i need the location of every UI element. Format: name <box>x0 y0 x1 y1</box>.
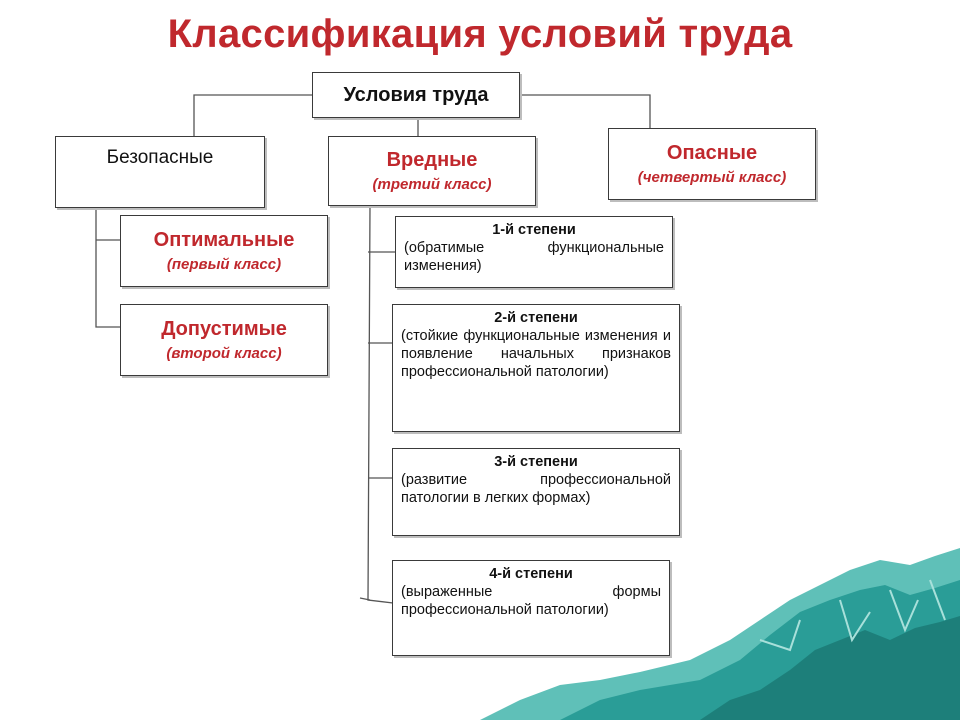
safe-label: Безопасные <box>106 147 214 168</box>
page-title: Классификация условий труда <box>167 12 793 56</box>
degree-3-body: (развитие профессиональной патологии в л… <box>401 472 671 506</box>
mountain-decoration-icon <box>480 548 960 720</box>
harmful-label: Вредные <box>386 149 478 171</box>
allowed-label: Допустимые <box>161 318 287 340</box>
degree-1-body: (обратимые функциональные изменения) <box>404 240 664 274</box>
dangerous-sub: (четвертый класс) <box>637 169 787 186</box>
harmful-sub: (третий класс) <box>372 176 492 193</box>
allowed-sub: (второй класс) <box>166 345 282 362</box>
degree-4-body: (выраженные формы профессиональной патол… <box>401 584 661 618</box>
degree-4-head: 4-й степени <box>489 566 573 582</box>
allowed-box: Допустимые (второй класс) <box>120 304 328 376</box>
degree-box-4: 4-й степени (выраженные формы профессион… <box>392 560 670 656</box>
root-label: Условия труда <box>343 83 489 106</box>
degree-2-head: 2-й степени <box>494 310 578 326</box>
harmful-box: Вредные (третий класс) <box>328 136 536 206</box>
safe-box: Безопасные <box>55 136 265 208</box>
degree-box-1: 1-й степени (обратимые функциональные из… <box>395 216 673 288</box>
root-box: Условия труда <box>312 72 520 118</box>
degree-3-head: 3-й степени <box>494 454 578 470</box>
dangerous-box: Опасные (четвертый класс) <box>608 128 816 200</box>
optimal-label: Оптимальные <box>153 229 295 251</box>
degree-box-2: 2-й степени (стойкие функциональные изме… <box>392 304 680 432</box>
dangerous-label: Опасные <box>666 142 758 164</box>
optimal-sub: (первый класс) <box>166 256 282 273</box>
optimal-box: Оптимальные (первый класс) <box>120 215 328 287</box>
degree-box-3: 3-й степени (развитие профессиональной п… <box>392 448 680 536</box>
degree-1-head: 1-й степени <box>492 222 576 238</box>
degree-2-body: (стойкие функциональные изменения и появ… <box>401 328 671 380</box>
